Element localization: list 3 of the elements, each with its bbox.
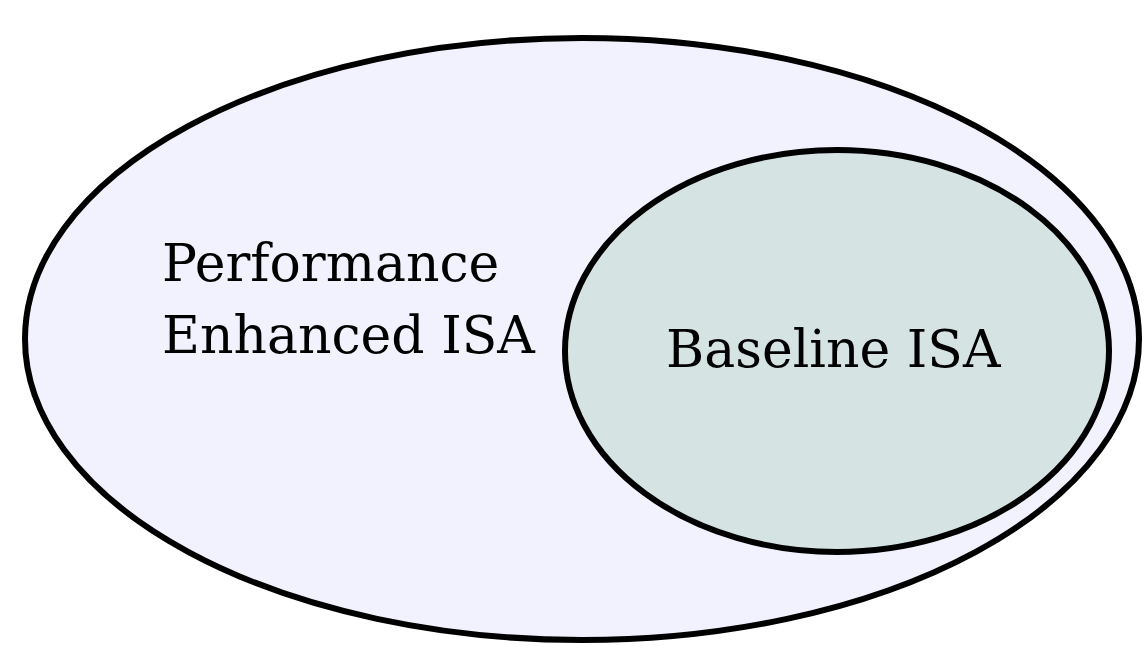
ellipse-label: Performance Enhanced ISA xyxy=(162,232,537,367)
inner-ellipse xyxy=(562,147,1112,555)
ellipse-label: Baseline ISA xyxy=(666,318,1002,381)
